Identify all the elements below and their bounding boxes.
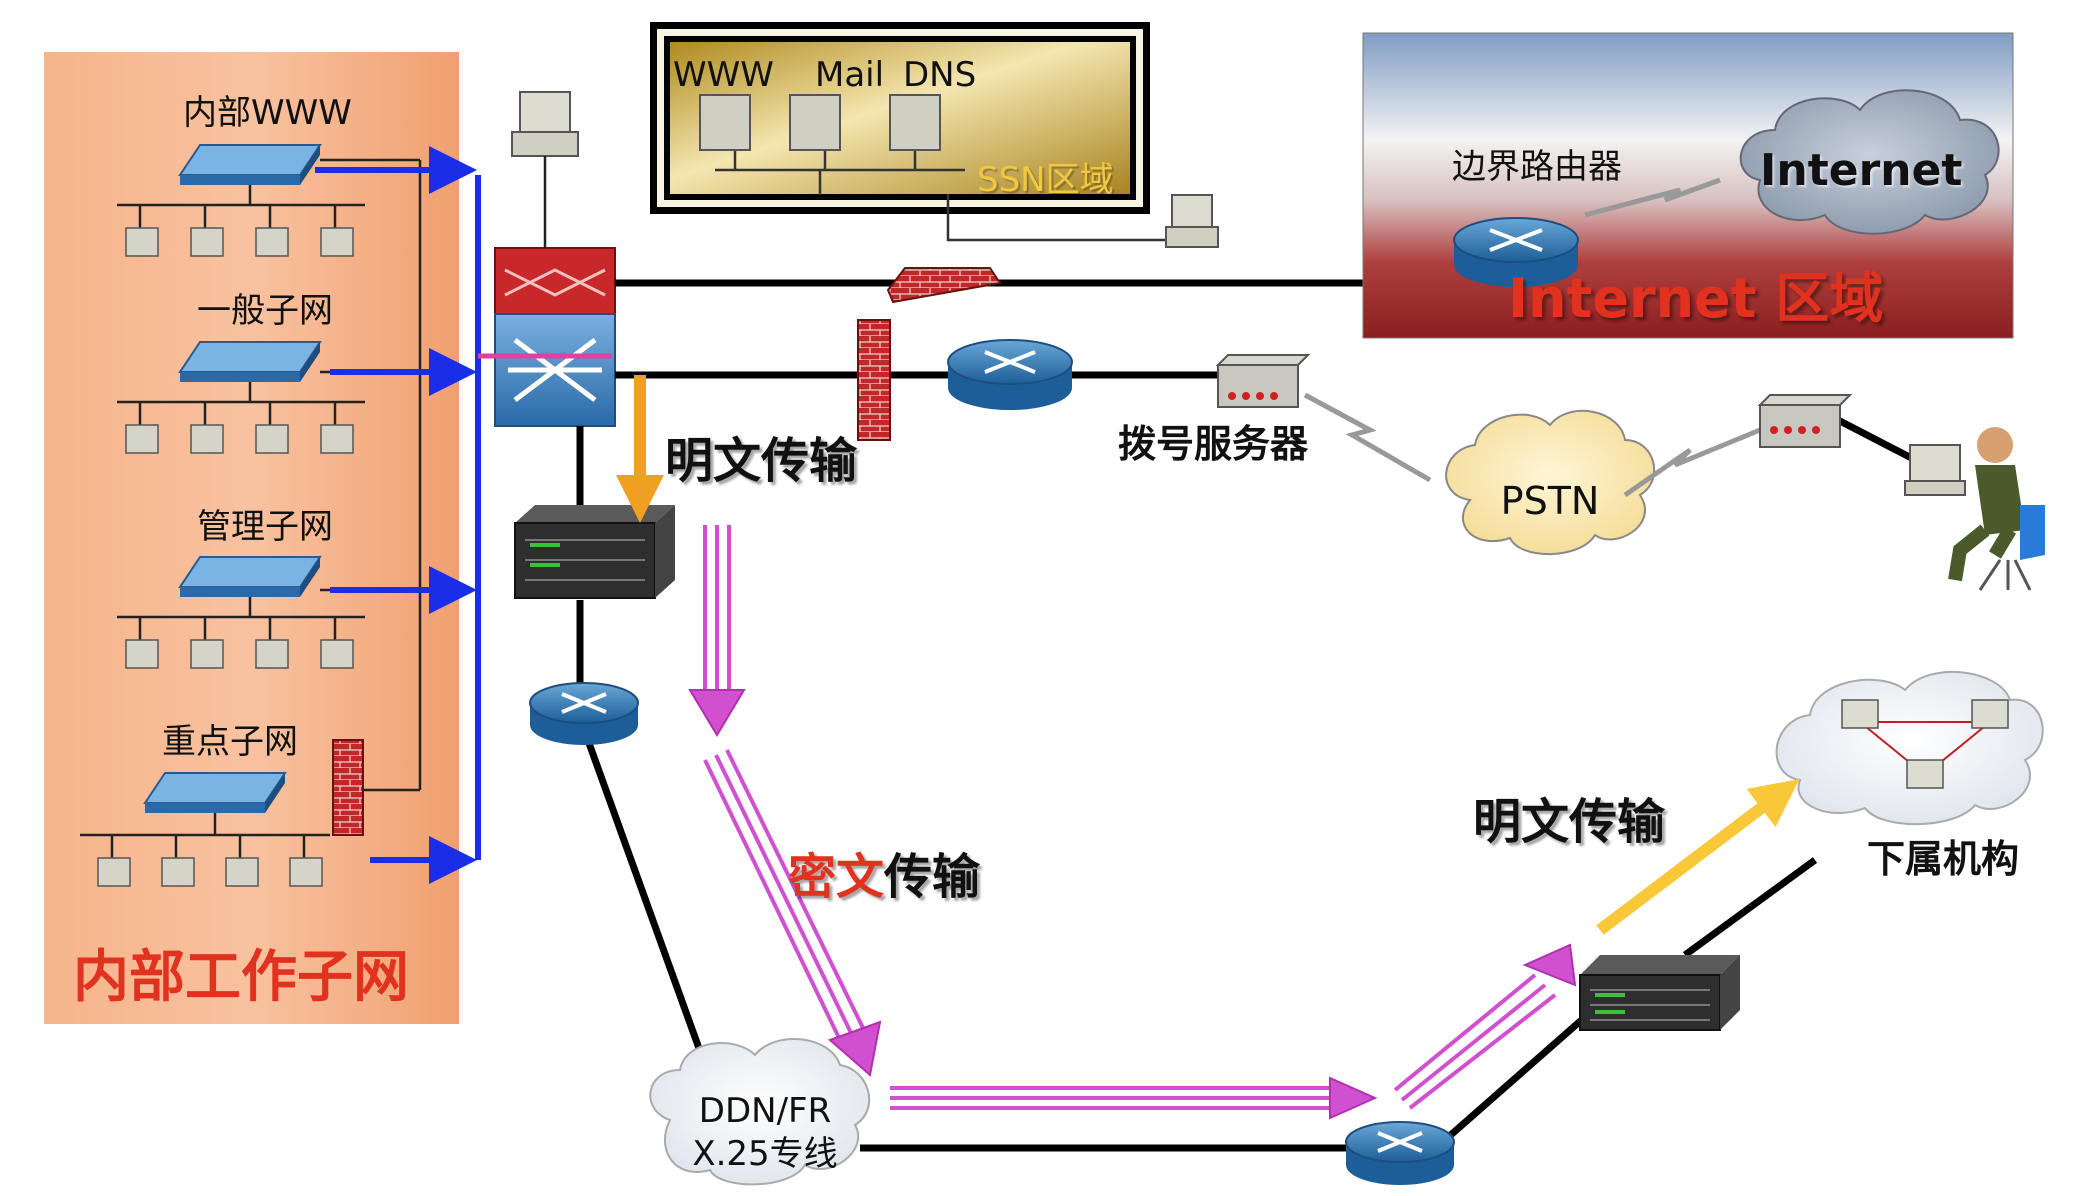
switch-key [143,772,287,813]
dialup-lightning-1 [1303,392,1432,483]
local-wan-router [529,682,639,745]
trunk-lines [320,158,422,792]
subnet-buses [80,180,365,858]
ddn-cloud [649,1038,871,1186]
core-router [494,247,616,315]
ssn-firewall [886,267,1002,304]
branch-label: 下属机构 [1867,837,2020,881]
switch-internal-www [178,144,322,185]
border-router-label: 边界路由器 [1452,147,1622,187]
plaintext-arrow-branch [1596,779,1800,935]
ws-row-3 [125,639,354,669]
ciphertext-prefix: 密文 [788,849,885,905]
branch-cloud [1775,670,2044,826]
remote-modem [1757,394,1853,448]
ciphertext-suffix: 传输 [884,849,981,905]
internet-zone-title: Internet 区域 [1508,267,1884,330]
ssn-servers [699,94,941,151]
cipher-arrows [688,525,1577,1120]
remote-encryptor [1579,955,1740,1031]
ciphertext-label: 密文传输 [788,853,980,901]
subnet-workstations [97,227,354,887]
border-router [1453,217,1579,287]
ws-row-4 [97,857,323,887]
ssn-server-dns: DNS [903,55,977,95]
wan-label: DDN/FR X.25专线 [660,1090,870,1175]
dialup-link-router [947,339,1073,410]
ssn-server-www: WWW [673,55,774,95]
dmz-firewall [857,319,891,441]
remote-user [1904,427,2045,591]
subnet-label-general: 一般子网 [197,291,333,331]
ssn-server-mail: Mail [815,55,885,95]
key-subnet-firewall [332,739,364,836]
local-encryptor [514,505,675,599]
plaintext-label-local: 明文传输 [665,433,858,489]
dialup-server-device [1215,354,1311,408]
internal-zone-title: 内部工作子网 [73,945,409,1010]
remote-wan-router [1345,1121,1455,1185]
plaintext-label-branch: 明文传输 [1473,794,1666,850]
ssn-side-computer [1165,194,1219,248]
switch-management [178,556,322,597]
ws-row-1 [125,227,354,257]
pstn-label: PSTN [1500,479,1600,523]
internet-cloud [1739,89,2000,235]
internet-cloud-label: Internet [1760,145,1963,196]
wan-label-line2: X.25专线 [692,1133,838,1174]
core-switch [494,313,616,427]
blue-uplink-arrows [315,146,481,884]
dialup-server-label: 拨号服务器 [1118,422,1309,466]
ssn-zone [650,22,1218,242]
switch-general [178,341,322,382]
subnet-label-www: 内部WWW [183,93,352,133]
ssn-zone-label: SSN区域 [977,160,1114,200]
pstn-cloud [1445,409,1656,556]
internet-lightning [1584,177,1721,218]
ws-row-2 [125,424,354,454]
subnet-label-key: 重点子网 [162,722,298,762]
internet-zone [1362,32,2014,339]
subnet-label-management: 管理子网 [197,507,333,547]
core-top-computer [511,91,579,248]
dialup-lightning-2 [1623,427,1761,498]
wan-label-line1: DDN/FR [698,1091,832,1131]
subnet-switches [143,144,322,813]
